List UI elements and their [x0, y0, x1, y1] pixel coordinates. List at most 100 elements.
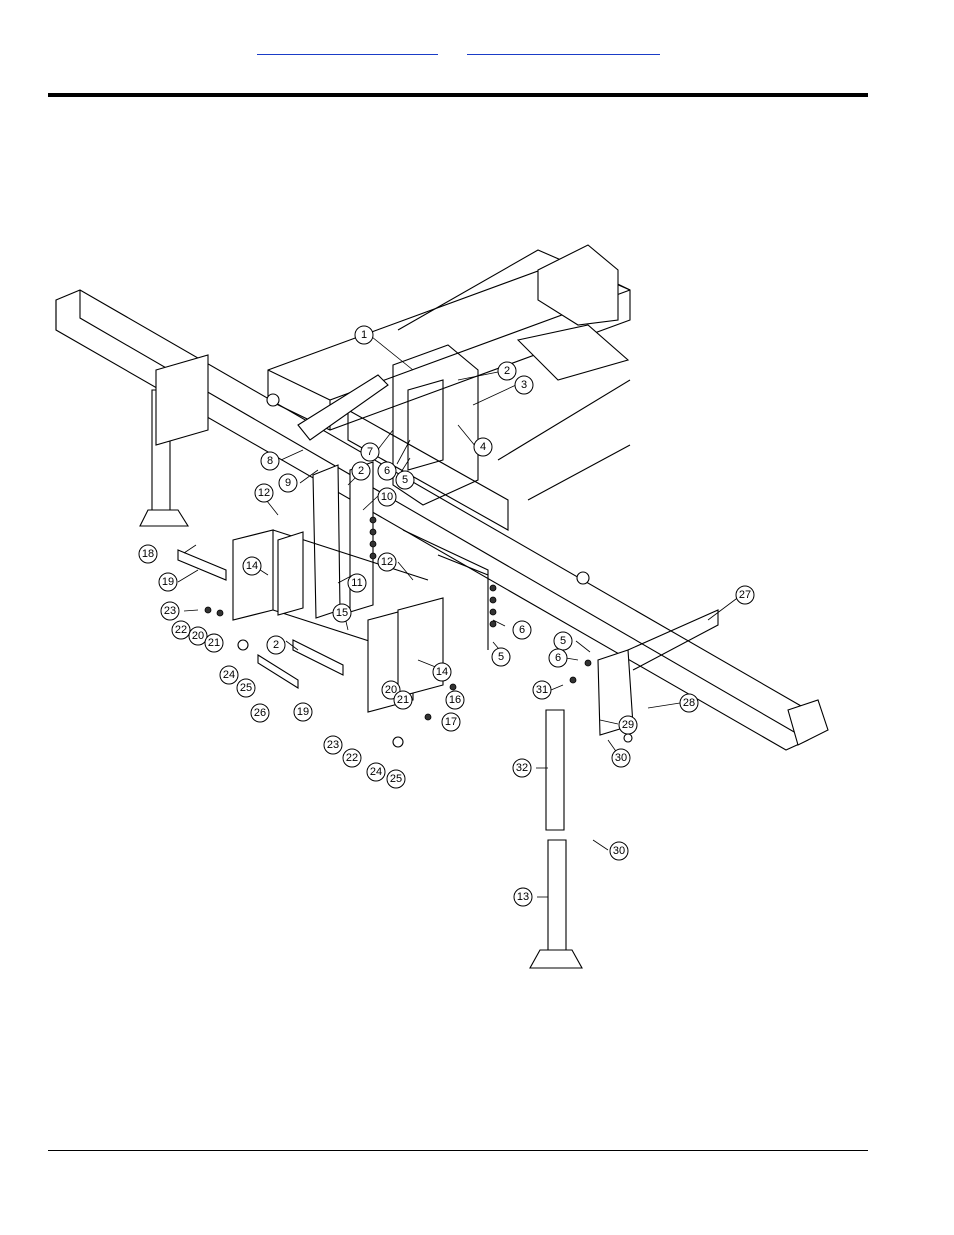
svg-text:29: 29 — [622, 719, 634, 731]
callout-bubble: 32 — [513, 759, 531, 777]
svg-text:25: 25 — [390, 773, 402, 785]
callout-bubble: 30 — [610, 842, 628, 860]
svg-text:14: 14 — [246, 560, 258, 572]
callout-bubble: 8 — [261, 452, 279, 470]
callout-bubble: 25 — [387, 770, 405, 788]
callout-bubble: 2 — [352, 462, 370, 480]
callout-bubble: 7 — [361, 443, 379, 461]
callout-bubble: 11 — [348, 574, 366, 592]
svg-text:13: 13 — [517, 891, 529, 903]
callout-bubble: 6 — [549, 649, 567, 667]
svg-text:1: 1 — [361, 329, 367, 341]
callout-bubble: 6 — [513, 621, 531, 639]
callout-bubble: 21 — [394, 691, 412, 709]
callout-bubble: 23 — [324, 736, 342, 754]
svg-text:31: 31 — [536, 684, 548, 696]
callout-bubble: 13 — [514, 888, 532, 906]
callout-bubble: 12 — [255, 484, 273, 502]
svg-text:3: 3 — [521, 379, 527, 391]
svg-text:26: 26 — [254, 707, 266, 719]
callout-bubble: 28 — [680, 694, 698, 712]
callout-bubble: 14 — [433, 663, 451, 681]
callout-bubble: 1 — [355, 326, 373, 344]
svg-text:8: 8 — [267, 455, 273, 467]
callout-bubble: 27 — [736, 586, 754, 604]
callout-bubble: 12 — [378, 553, 396, 571]
callout-bubble: 15 — [333, 604, 351, 622]
svg-text:20: 20 — [192, 630, 204, 642]
callout-bubble: 3 — [515, 376, 533, 394]
svg-text:2: 2 — [358, 465, 364, 477]
svg-text:22: 22 — [175, 624, 187, 636]
callout-bubble: 19 — [159, 573, 177, 591]
svg-text:5: 5 — [402, 474, 408, 486]
header-link-2[interactable] — [467, 40, 660, 55]
svg-text:10: 10 — [381, 491, 393, 503]
callout-bubble: 9 — [279, 474, 297, 492]
callout-bubble: 24 — [220, 666, 238, 684]
callout-bubble: 31 — [533, 681, 551, 699]
svg-text:30: 30 — [615, 752, 627, 764]
callout-bubble: 14 — [243, 557, 261, 575]
leader-lines — [178, 337, 740, 897]
svg-text:5: 5 — [560, 635, 566, 647]
svg-text:23: 23 — [327, 739, 339, 751]
svg-text:9: 9 — [285, 477, 291, 489]
callout-bubble: 4 — [474, 438, 492, 456]
callout-bubble: 21 — [205, 634, 223, 652]
svg-text:21: 21 — [397, 694, 409, 706]
svg-text:6: 6 — [519, 624, 525, 636]
svg-text:14: 14 — [436, 666, 448, 678]
callout-bubble: 26 — [251, 704, 269, 722]
svg-text:28: 28 — [683, 697, 695, 709]
callout-bubble: 25 — [237, 679, 255, 697]
svg-text:11: 11 — [351, 577, 362, 589]
header-rule — [48, 93, 868, 97]
callout-bubble: 17 — [442, 713, 460, 731]
svg-text:24: 24 — [223, 669, 235, 681]
callout-bubble: 19 — [294, 703, 312, 721]
svg-text:24: 24 — [370, 766, 382, 778]
callout-bubble: 5 — [554, 632, 572, 650]
callout-bubble: 16 — [446, 691, 464, 709]
svg-text:6: 6 — [555, 652, 561, 664]
header-link-1[interactable] — [257, 40, 438, 55]
callouts: 1 2 3 4 7 6 5 8 9 2 10 12 18 19 14 11 12… — [139, 326, 754, 906]
callout-bubble: 22 — [172, 621, 190, 639]
svg-text:25: 25 — [240, 682, 252, 694]
header-links — [0, 40, 954, 60]
svg-text:27: 27 — [739, 589, 751, 601]
svg-text:4: 4 — [480, 441, 486, 453]
svg-text:16: 16 — [449, 694, 461, 706]
svg-text:32: 32 — [516, 762, 528, 774]
svg-text:12: 12 — [381, 556, 393, 568]
svg-text:23: 23 — [164, 605, 176, 617]
svg-text:18: 18 — [142, 548, 154, 560]
callout-bubble: 2 — [498, 362, 516, 380]
callout-bubble: 18 — [139, 545, 157, 563]
callout-bubble: 24 — [367, 763, 385, 781]
footer-rule — [48, 1150, 868, 1151]
callout-bubble: 5 — [396, 471, 414, 489]
callout-bubble: 29 — [619, 716, 637, 734]
callout-bubble: 5 — [492, 648, 510, 666]
svg-text:7: 7 — [367, 446, 373, 458]
svg-text:15: 15 — [336, 607, 348, 619]
callout-bubble: 20 — [189, 627, 207, 645]
svg-text:2: 2 — [504, 365, 510, 377]
parts-diagram: 1 2 3 4 7 6 5 8 9 2 10 12 18 19 14 11 12… — [48, 230, 838, 980]
svg-text:19: 19 — [297, 706, 309, 718]
svg-text:22: 22 — [346, 752, 358, 764]
svg-text:5: 5 — [498, 651, 504, 663]
svg-text:20: 20 — [385, 684, 397, 696]
svg-text:19: 19 — [162, 576, 174, 588]
callout-bubble: 10 — [378, 488, 396, 506]
callout-bubble: 22 — [343, 749, 361, 767]
svg-text:6: 6 — [384, 465, 390, 477]
svg-text:30: 30 — [613, 845, 625, 857]
svg-text:12: 12 — [258, 487, 270, 499]
svg-text:21: 21 — [208, 637, 220, 649]
svg-text:17: 17 — [445, 716, 457, 728]
callout-bubble: 2 — [267, 636, 285, 654]
callout-bubble: 30 — [612, 749, 630, 767]
